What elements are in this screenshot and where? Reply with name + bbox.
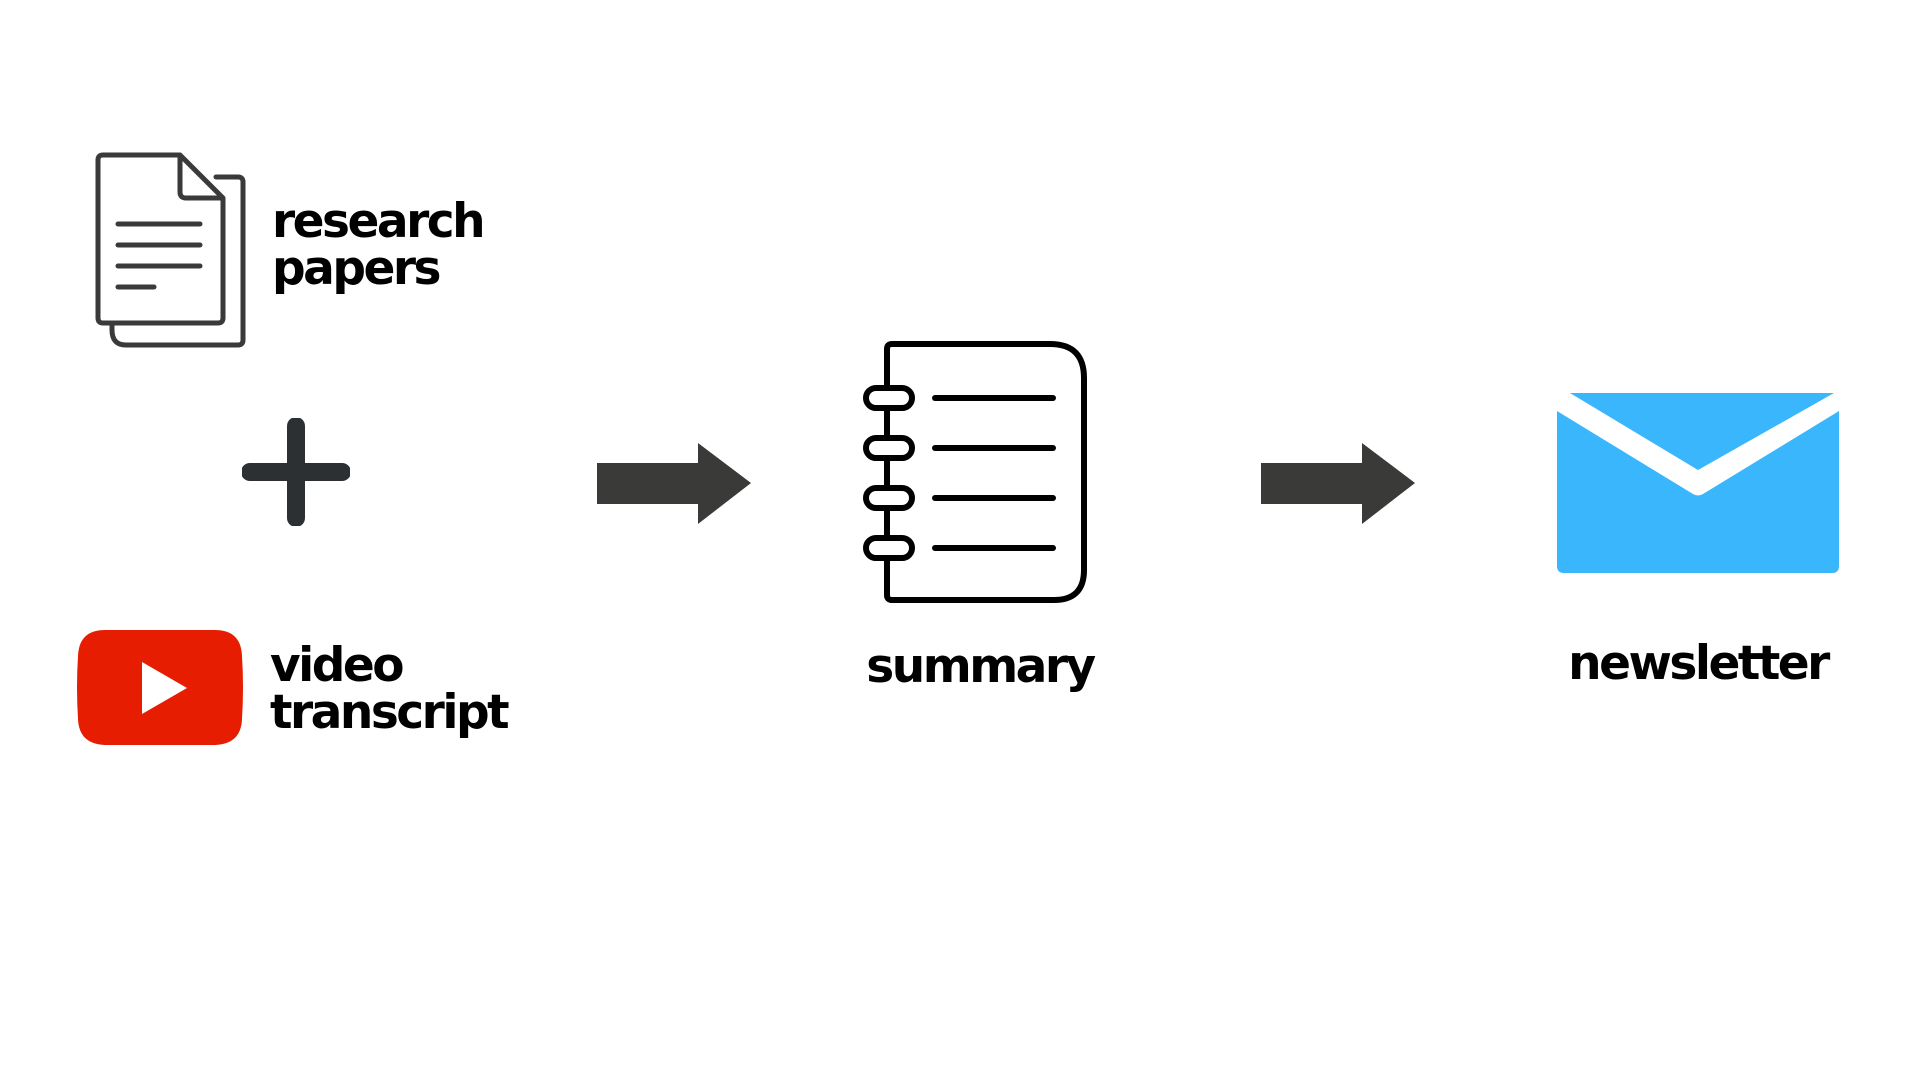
video-transcript-label: video transcript — [270, 638, 510, 740]
documents-icon — [92, 152, 248, 348]
arrow-right-icon — [1261, 443, 1415, 525]
envelope-icon — [1557, 393, 1839, 575]
video-transcript-label-line1: video — [270, 638, 405, 693]
research-papers-label-line1: research — [272, 194, 486, 249]
video-transcript-label-line2: transcript — [270, 685, 510, 740]
arrow-right-icon — [597, 443, 751, 525]
summary-label: summary — [866, 639, 1096, 694]
youtube-icon — [75, 628, 245, 747]
notebook-icon — [860, 340, 1090, 606]
research-papers-label-line2: papers — [272, 241, 442, 296]
plus-icon — [242, 418, 350, 526]
newsletter-label: newsletter — [1568, 636, 1830, 691]
research-papers-label: research papers — [272, 194, 486, 296]
